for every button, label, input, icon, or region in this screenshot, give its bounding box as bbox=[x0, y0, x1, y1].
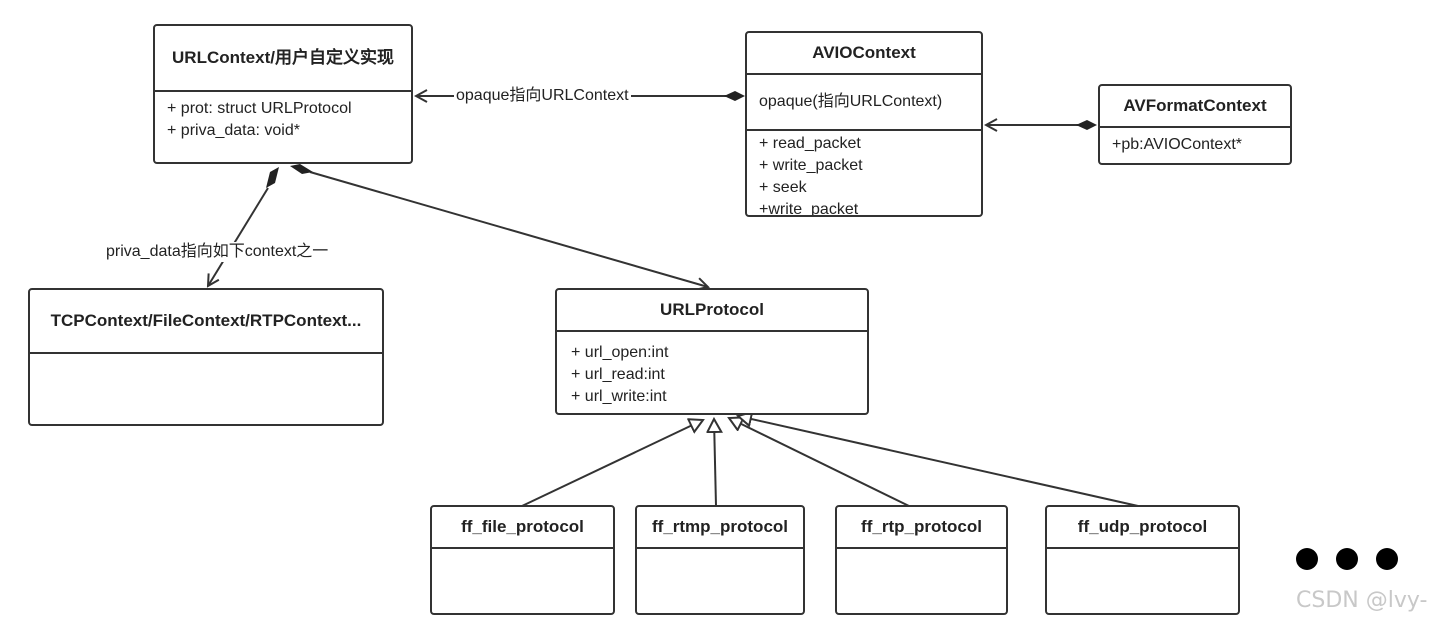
tcpcontext-class: TCPContext/FileContext/RTPContext... bbox=[28, 288, 384, 426]
composition-diamond bbox=[1076, 120, 1097, 130]
priva-data-label: priva_data指向如下context之一 bbox=[104, 242, 331, 262]
composition-diamond bbox=[266, 167, 279, 188]
inheritance-ff-rtp bbox=[729, 418, 910, 507]
field: + write_packet bbox=[759, 157, 863, 174]
field: + seek bbox=[759, 179, 807, 196]
class-title: AVFormatContext bbox=[1100, 86, 1290, 128]
ff-rtmp-protocol-class: ff_rtmp_protocol bbox=[635, 505, 805, 615]
dot bbox=[1296, 548, 1318, 570]
more-icon bbox=[1296, 548, 1398, 570]
class-title: ff_rtp_protocol bbox=[837, 507, 1006, 549]
priva-data-link bbox=[208, 167, 279, 286]
inheritance-ff-udp bbox=[738, 416, 1139, 507]
prot-link bbox=[290, 164, 708, 287]
dot bbox=[1336, 548, 1358, 570]
field: +pb:AVIOContext* bbox=[1112, 136, 1242, 153]
composition-diamond bbox=[724, 91, 745, 101]
field: + url_open:int bbox=[571, 344, 669, 361]
urlcontext-class: URLContext/用户自定义实现 + prot: struct URLPro… bbox=[153, 24, 413, 164]
class-attribute-section: opaque(指向URLContext) bbox=[747, 75, 981, 131]
class-title: TCPContext/FileContext/RTPContext... bbox=[30, 290, 382, 354]
class-fields: + prot: struct URLProtocol + priva_data:… bbox=[155, 92, 411, 148]
field: + priva_data: void* bbox=[167, 122, 300, 139]
ff-rtp-protocol-class: ff_rtp_protocol bbox=[835, 505, 1008, 615]
class-fields: + url_open:int + url_read:int + url_writ… bbox=[557, 332, 867, 413]
avformatcontext-class: AVFormatContext +pb:AVIOContext* bbox=[1098, 84, 1292, 165]
ff-file-protocol-class: ff_file_protocol bbox=[430, 505, 615, 615]
class-title: ff_file_protocol bbox=[432, 507, 613, 549]
opaque-label: opaque指向URLContext bbox=[454, 86, 631, 106]
field: + url_read:int bbox=[571, 366, 665, 383]
class-title: ff_udp_protocol bbox=[1047, 507, 1238, 549]
ff-udp-protocol-class: ff_udp_protocol bbox=[1045, 505, 1240, 615]
field: +write_packet bbox=[759, 201, 859, 217]
class-title: AVIOContext bbox=[747, 33, 981, 75]
watermark: CSDN @lvy- bbox=[1296, 588, 1428, 613]
class-fields: + read_packet + write_packet + seek +wri… bbox=[747, 131, 981, 217]
class-fields: +pb:AVIOContext* bbox=[1100, 128, 1290, 162]
class-fields bbox=[30, 354, 382, 366]
pb-link bbox=[986, 120, 1097, 130]
field: + read_packet bbox=[759, 135, 861, 152]
field: + url_write:int bbox=[571, 388, 667, 405]
class-title: URLProtocol bbox=[557, 290, 867, 332]
field: opaque(指向URLContext) bbox=[759, 93, 943, 110]
inheritance-ff-file bbox=[521, 420, 703, 507]
class-title: ff_rtmp_protocol bbox=[637, 507, 803, 549]
inheritance-ff-rtmp bbox=[714, 419, 716, 507]
aviocontext-class: AVIOContext opaque(指向URLContext) + read_… bbox=[745, 31, 983, 217]
field: + prot: struct URLProtocol bbox=[167, 100, 352, 117]
class-title: URLContext/用户自定义实现 bbox=[155, 26, 411, 92]
dot bbox=[1376, 548, 1398, 570]
urlprotocol-class: URLProtocol + url_open:int + url_read:in… bbox=[555, 288, 869, 415]
composition-diamond bbox=[290, 164, 313, 174]
